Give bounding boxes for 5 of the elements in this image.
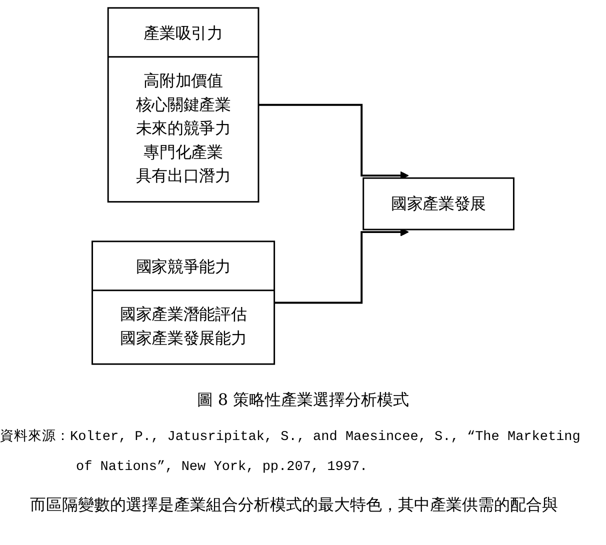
arrow [258,104,409,180]
source-note: 資料來源：Kolter, P., Jatusripitak, S., and Maesincee, S., “The Marketing of Nations”, New York, pp.207, 1997. [0,428,582,477]
body-text: 而區隔變數的選擇是產業組合分析模式的最大特色，其中產業供需的配合與 [29,495,559,516]
figure-caption: 圖 8 策略性產業選擇分析模式 [196,390,410,411]
node-box: 國家產業發展 [362,177,514,230]
